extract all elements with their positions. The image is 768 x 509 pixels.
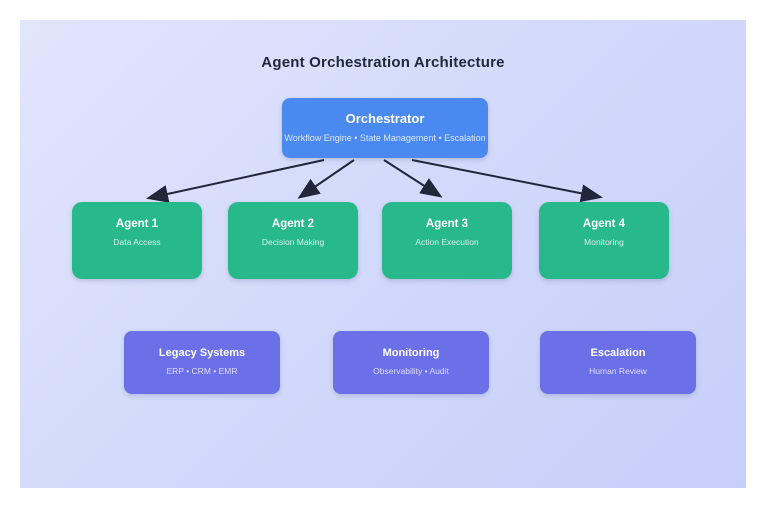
orchestrator-title: Orchestrator (345, 111, 425, 126)
agent-3-subtitle: Action Execution (415, 237, 479, 247)
agent-2-node: Agent 2 Decision Making (228, 202, 358, 279)
orchestrator-subtitle: Workflow Engine • State Management • Esc… (284, 133, 486, 143)
agent-3-node: Agent 3 Action Execution (382, 202, 512, 279)
monitoring-subtitle: Observability • Audit (373, 366, 449, 376)
agent-1-title: Agent 1 (115, 218, 159, 230)
agent-1-subtitle: Data Access (113, 237, 161, 247)
escalation-title: Escalation (590, 347, 646, 359)
agent-2-title: Agent 2 (271, 218, 315, 230)
agent-4-node: Agent 4 Monitoring (539, 202, 669, 279)
legacy-systems-title: Legacy Systems (158, 347, 246, 359)
escalation-node: Escalation Human Review (540, 331, 696, 394)
agent-3-title: Agent 3 (425, 218, 469, 230)
legacy-systems-node: Legacy Systems ERP • CRM • EMR (124, 331, 280, 394)
legacy-systems-subtitle: ERP • CRM • EMR (166, 366, 238, 376)
orchestrator-node: Orchestrator Workflow Engine • State Man… (282, 98, 488, 158)
agent-1-node: Agent 1 Data Access (72, 202, 202, 279)
monitoring-title: Monitoring (382, 347, 440, 359)
agent-4-title: Agent 4 (582, 218, 626, 230)
diagram-title: Agent Orchestration Architecture (261, 54, 505, 71)
monitoring-node: Monitoring Observability • Audit (333, 331, 489, 394)
agent-4-subtitle: Monitoring (584, 237, 624, 247)
agent-2-subtitle: Decision Making (261, 237, 325, 247)
escalation-subtitle: Human Review (589, 366, 647, 376)
